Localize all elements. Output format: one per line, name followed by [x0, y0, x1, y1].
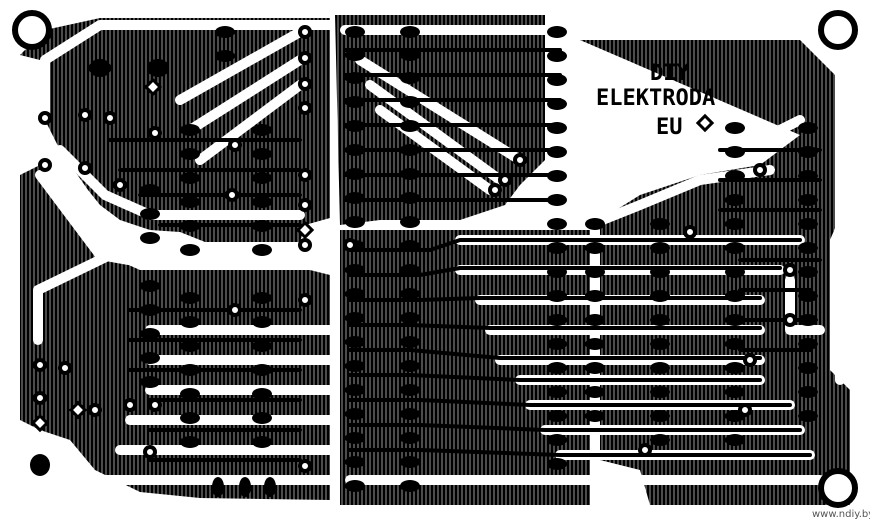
ic-u5-pads — [140, 280, 272, 448]
mounting-hole-top-right — [818, 10, 858, 50]
mounting-holes — [12, 10, 858, 508]
ic-pads — [140, 26, 818, 492]
ic-u3-pads — [650, 122, 818, 446]
board-label-line1: DIY — [650, 61, 690, 86]
vias — [33, 25, 797, 473]
ic-u2-pads — [547, 26, 605, 470]
board-label-line3: EU — [656, 115, 683, 140]
jumper-pads — [30, 59, 276, 497]
ic-u4-pads — [140, 26, 272, 256]
watermark-text: www.ndiy.by — [812, 509, 870, 520]
test-pads — [30, 77, 715, 433]
mounting-hole-top-left — [12, 10, 52, 50]
ic-u1-pads — [345, 26, 420, 492]
copper-traces — [108, 48, 822, 462]
board-label-line2: ELEKTRODA — [596, 86, 715, 111]
mounting-hole-bottom-right — [818, 468, 858, 508]
